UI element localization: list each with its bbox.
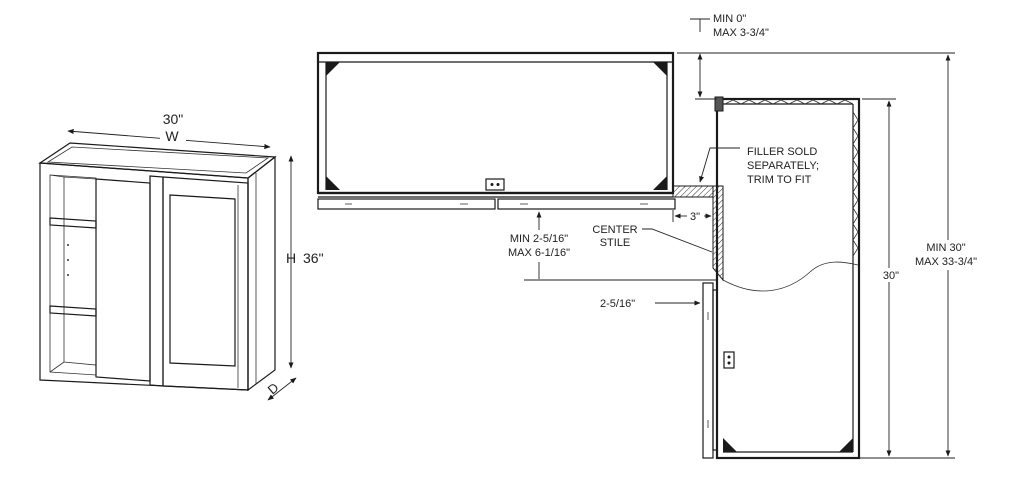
corner-block xyxy=(714,96,724,112)
filler-line3: TRIM TO FIT xyxy=(747,174,812,186)
plan-blind-cabinet xyxy=(316,51,714,210)
zigzag-edge xyxy=(724,99,854,105)
height-letter: H xyxy=(286,250,296,266)
wall-max: MAX 33-3/4" xyxy=(915,256,977,268)
cabinet-door xyxy=(162,176,249,391)
cabinet-side-panel xyxy=(247,155,276,392)
hinge-bracket xyxy=(485,178,505,191)
blind-cabinet-box xyxy=(316,51,675,195)
side-hinge-bracket xyxy=(723,351,735,369)
cabinet-blind-panel xyxy=(95,178,151,382)
cabinet-perspective: 30" W H 36" D xyxy=(38,111,324,401)
top-offset-max: MAX 3-3/4" xyxy=(713,27,769,39)
height-value: 36" xyxy=(303,250,324,266)
cabinet-door-panel xyxy=(169,194,236,367)
cabinet-shelf xyxy=(49,217,97,229)
adjacent-cabinet-box xyxy=(715,97,861,460)
cabinet-depth-value: 30" xyxy=(883,270,899,282)
width-value: 30" xyxy=(163,111,184,127)
filler-leader xyxy=(699,147,740,183)
center-stile xyxy=(712,185,724,282)
cabinet-open-interior xyxy=(63,176,97,366)
door-plan-right xyxy=(497,198,676,210)
door-plan-vertical xyxy=(702,282,714,459)
filler-line1: FILLER SOLD xyxy=(747,146,817,158)
pull-min: MIN 2-5/16" xyxy=(510,233,568,245)
filler-strip xyxy=(672,185,714,198)
plan-dimensions: MIN 0" MAX 3-3/4" FILLER SOLD SEPARATELY… xyxy=(508,13,983,459)
cabinet-face-frame xyxy=(39,162,249,391)
center-stile-leader xyxy=(642,228,713,253)
depth-dimension-line xyxy=(267,377,297,401)
center-stile-line2: STILE xyxy=(600,237,631,249)
wall-min: MIN 30" xyxy=(926,242,965,254)
top-offset-min: MIN 0" xyxy=(713,13,746,25)
filler-line2: SEPARATELY; xyxy=(747,160,819,172)
pull-max: MAX 6-1/16" xyxy=(508,247,570,259)
cabinet-shelf xyxy=(49,305,97,317)
width-letter: W xyxy=(165,128,179,144)
stile-value: 2-5/16" xyxy=(600,298,635,310)
center-stile-line1: CENTER xyxy=(592,224,637,236)
plan-adjacent-cabinet xyxy=(702,96,861,460)
gap-value: 3" xyxy=(690,211,700,223)
depth-letter: D xyxy=(265,380,282,398)
door-plan-left xyxy=(317,198,496,210)
